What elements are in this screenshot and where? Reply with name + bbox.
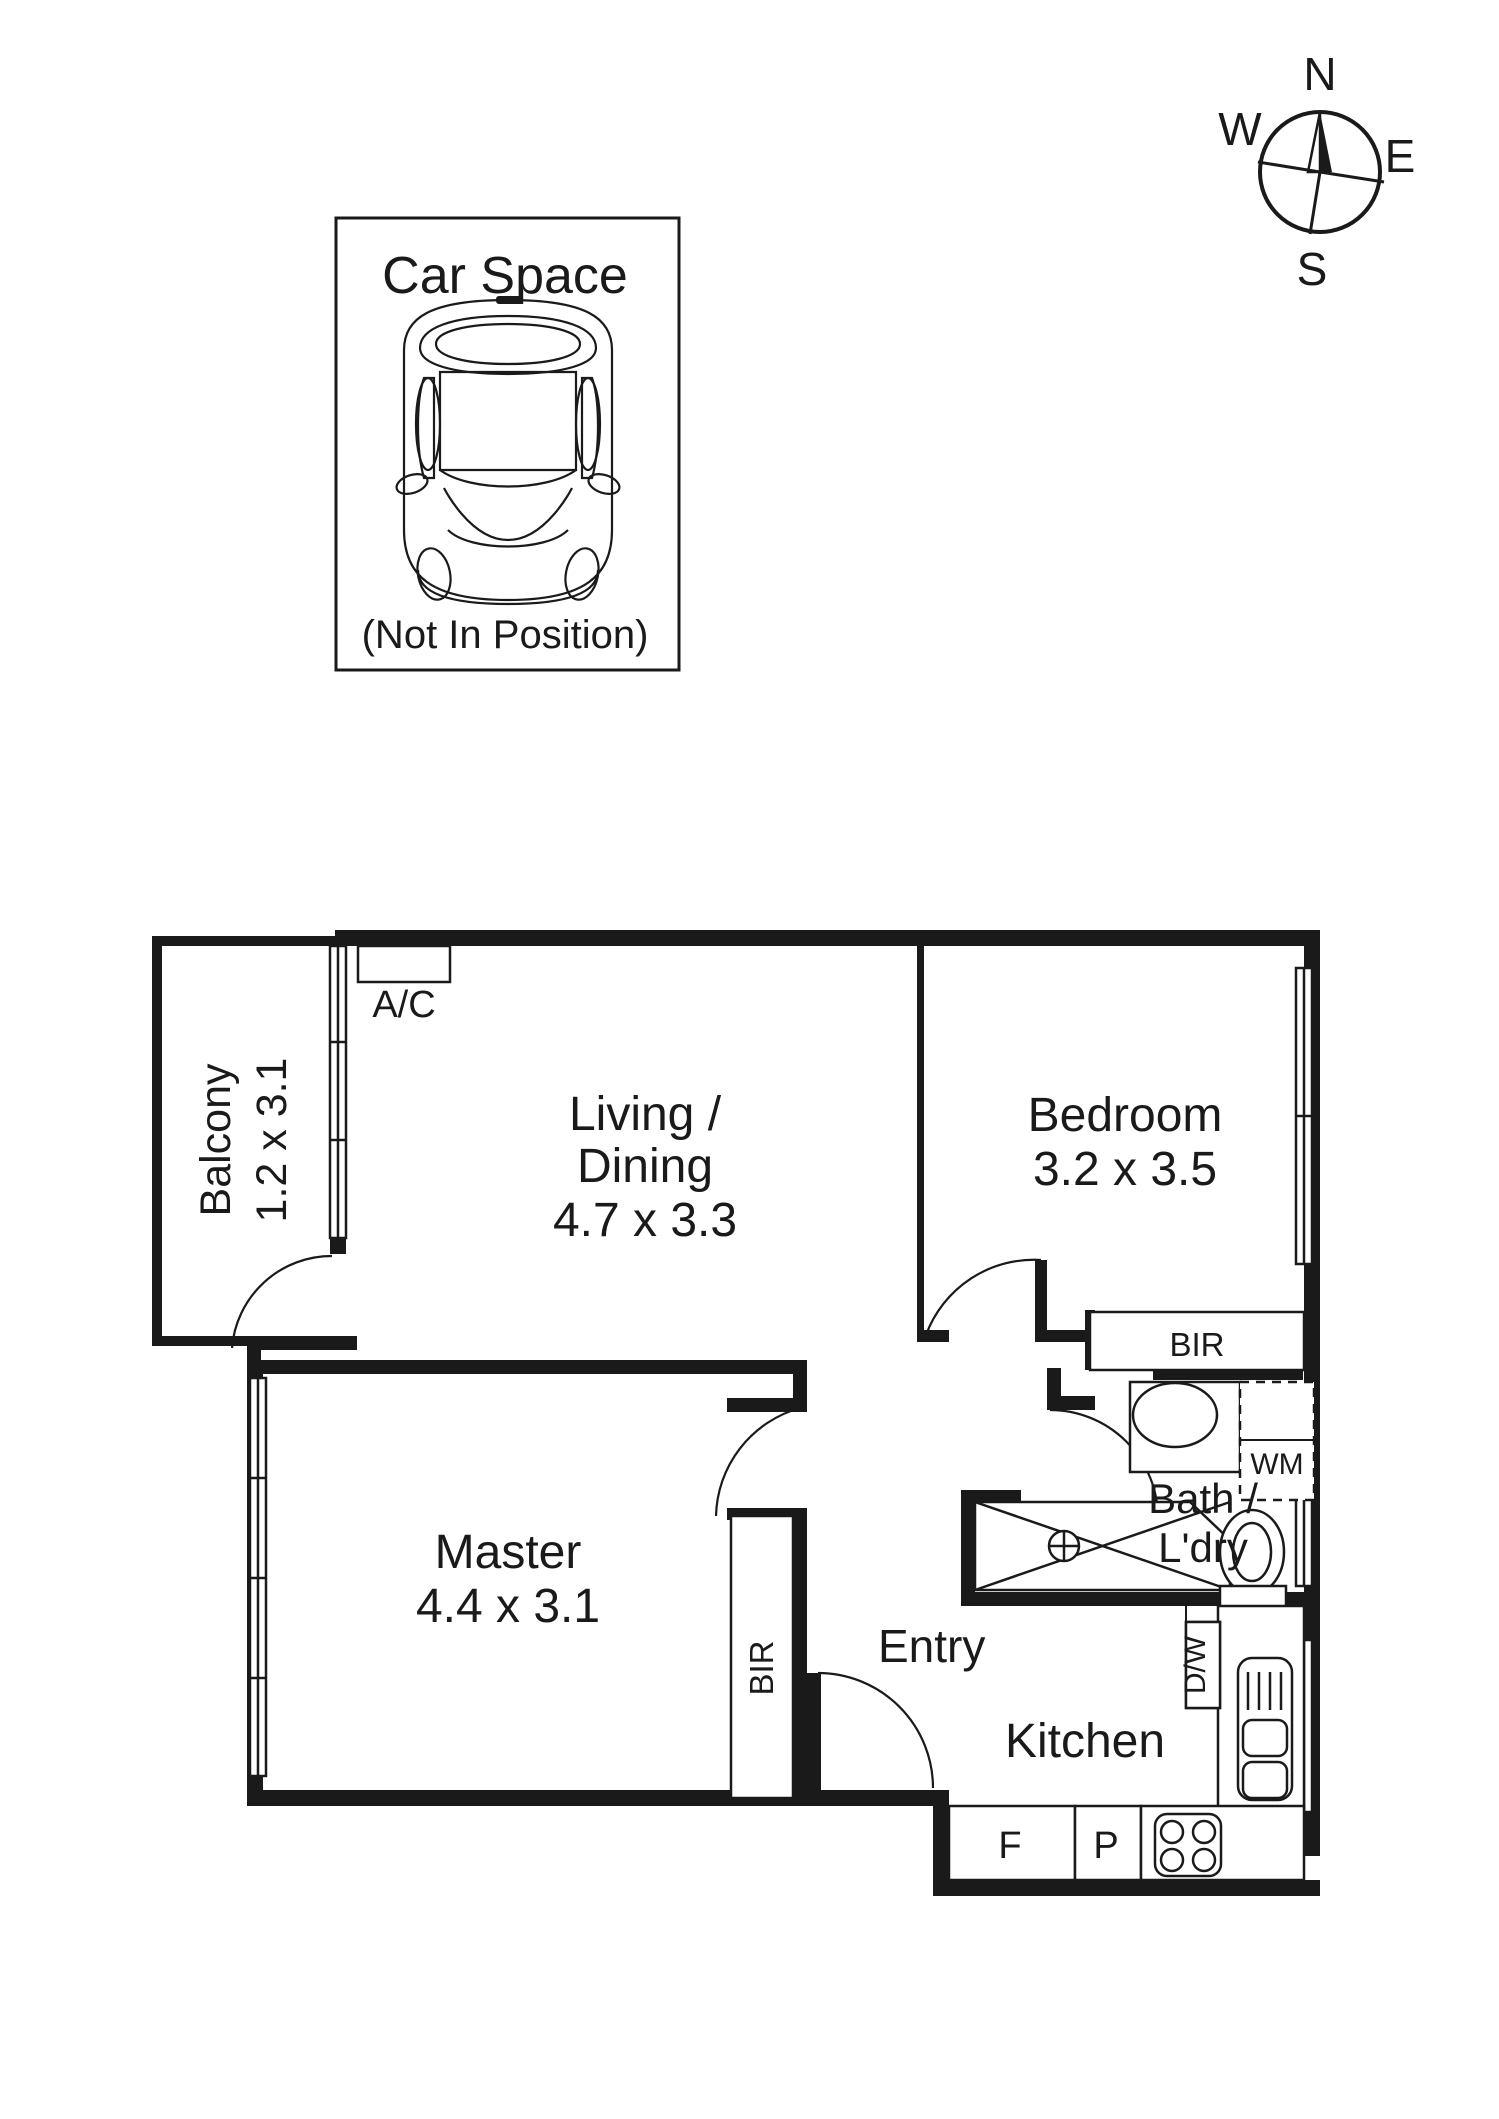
room-label-balcony: Balcony — [192, 1063, 240, 1216]
car-space-note: (Not In Position) — [362, 613, 649, 657]
room-label-kitchen: Kitchen — [1005, 1715, 1165, 1768]
bedroom-bir-icon — [1088, 1310, 1306, 1372]
room-dims-balcony: 1.2 x 3.1 — [248, 1058, 296, 1223]
master-bir-icon — [729, 1514, 795, 1800]
pantry-space — [1073, 1804, 1143, 1882]
bedroom-door-swing — [924, 1258, 1042, 1336]
room-dims-master: 4.4 x 3.1 — [416, 1580, 600, 1633]
car-space-title: Car Space — [382, 247, 628, 305]
cooktop-fixture — [1153, 1812, 1223, 1878]
compass-west-label: W — [1218, 103, 1262, 155]
compass-south-label: S — [1297, 243, 1328, 295]
bedroom-window-icon — [1294, 966, 1314, 1266]
room-dims-bedroom: 3.2 x 3.5 — [1033, 1143, 1217, 1196]
room-label-bath: Bath / — [1148, 1475, 1258, 1522]
master-window-icon — [248, 1376, 268, 1778]
wm-label: WM — [1250, 1448, 1303, 1481]
master-bir-label: BIR — [743, 1640, 780, 1695]
compass-east-label: E — [1385, 130, 1416, 182]
compass-rose: N W E S — [1218, 48, 1415, 295]
car-space-panel: Car Space — [334, 216, 681, 672]
dishwasher-label: D/W — [1179, 1635, 1212, 1694]
room-dims-living: 4.7 x 3.3 — [553, 1194, 737, 1247]
dishwasher-icon — [1184, 1620, 1222, 1710]
balcony-sliding-door-icon — [328, 944, 348, 1240]
room-label-dining: Dining — [577, 1140, 713, 1193]
ac-label: A/C — [372, 984, 435, 1026]
bath-door-swing — [1049, 1408, 1160, 1519]
room-label-entry: Entry — [878, 1620, 985, 1672]
floorplan-detail — [230, 944, 1316, 1882]
room-label-living: Living / — [569, 1088, 722, 1141]
ac-unit-icon — [356, 944, 452, 984]
master-door-swing — [714, 1406, 801, 1517]
sink-fixture — [1236, 1656, 1294, 1802]
room-labels: Balcony 1.2 x 3.1 A/C Living / Dining 4.… — [192, 984, 1304, 1867]
bedroom-bir-label: BIR — [1169, 1326, 1224, 1363]
entry-door-swing — [817, 1671, 935, 1789]
toilet-fixture — [1218, 1508, 1288, 1610]
room-label-master: Master — [435, 1526, 582, 1579]
compass-north-label: N — [1303, 48, 1336, 100]
fridge-space — [947, 1804, 1077, 1882]
shower-fixture — [973, 1500, 1232, 1592]
basin-fixture — [1128, 1380, 1242, 1474]
room-label-bedroom: Bedroom — [1028, 1089, 1223, 1142]
fridge-label: F — [998, 1825, 1021, 1867]
room-label-ldry: L'dry — [1158, 1524, 1248, 1571]
car-top-view-icon — [395, 296, 621, 606]
pantry-label: P — [1093, 1825, 1118, 1867]
